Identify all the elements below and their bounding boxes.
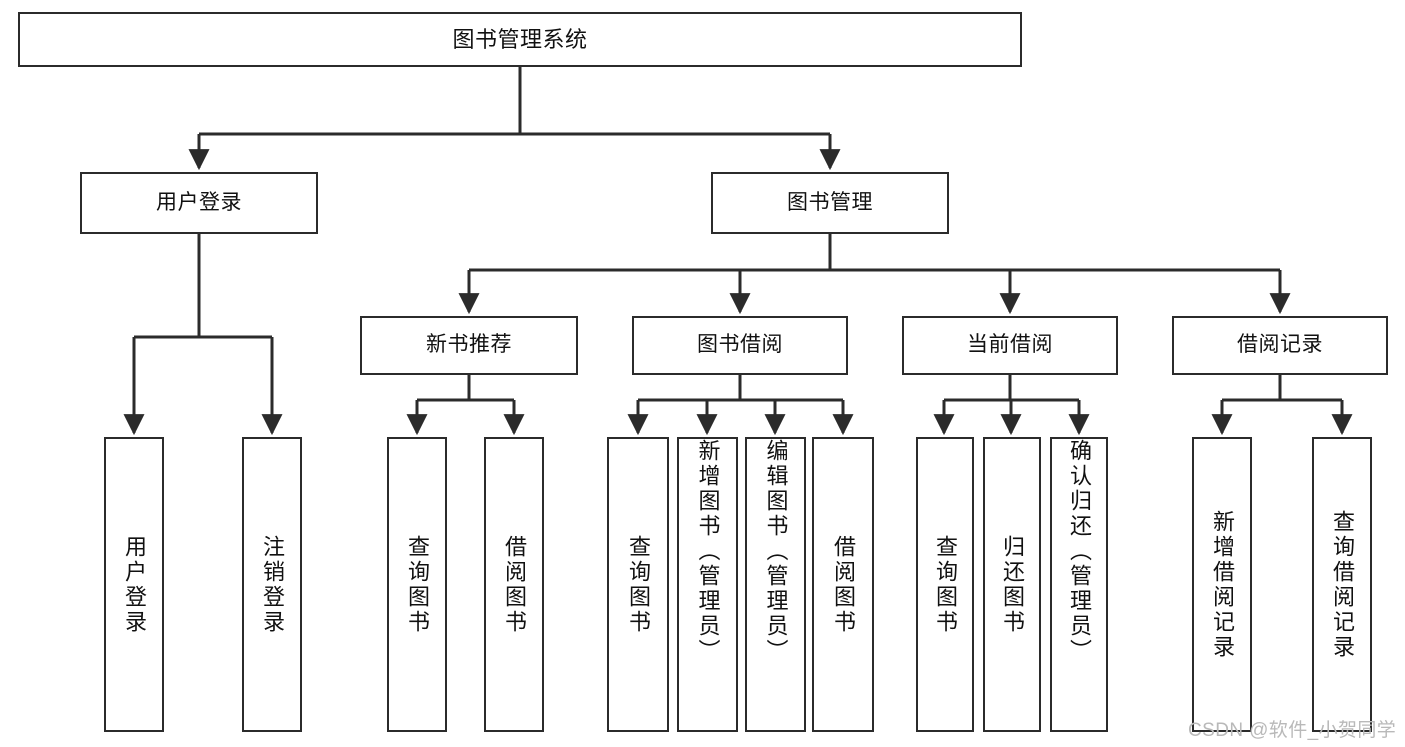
node-label: 借阅记录 xyxy=(1237,333,1323,357)
csdn-watermark: CSDN @软件_小贺同学 xyxy=(1188,720,1397,741)
node-label: 查询图书 xyxy=(933,534,958,635)
leaf-book-borrow-add-admin[interactable]: 新增图书（管理员） xyxy=(677,437,738,732)
node-label: 借阅图书 xyxy=(831,534,856,635)
node-label: 图书管理 xyxy=(787,190,873,214)
node-label: 查询图书 xyxy=(626,534,651,635)
leaf-current-borrow-return[interactable]: 归还图书 xyxy=(983,437,1041,732)
node-label: 查询图书 xyxy=(405,534,430,635)
leaf-current-borrow-confirm-return-admin[interactable]: 确认归还（管理员） xyxy=(1050,437,1108,732)
node-root-book-management-system[interactable]: 图书管理系统 xyxy=(18,12,1022,67)
leaf-borrow-record-add[interactable]: 新增借阅记录 xyxy=(1192,437,1252,732)
node-label: 用户登录 xyxy=(122,534,147,635)
leaf-borrow-record-query[interactable]: 查询借阅记录 xyxy=(1312,437,1372,732)
leaf-book-borrow-borrow[interactable]: 借阅图书 xyxy=(812,437,874,732)
node-borrow-record[interactable]: 借阅记录 xyxy=(1172,316,1388,375)
node-label: 查询借阅记录 xyxy=(1330,509,1355,660)
node-label: 新书推荐 xyxy=(426,333,512,357)
leaf-current-borrow-query[interactable]: 查询图书 xyxy=(916,437,974,732)
node-user-login[interactable]: 用户登录 xyxy=(80,172,318,234)
node-label: 新增借阅记录 xyxy=(1210,509,1235,660)
node-label: 归还图书 xyxy=(1000,534,1025,635)
leaf-user-login-login[interactable]: 用户登录 xyxy=(104,437,164,732)
leaf-new-book-borrow[interactable]: 借阅图书 xyxy=(484,437,544,732)
node-label: 新增图书（管理员） xyxy=(695,439,721,664)
node-label: 图书管理系统 xyxy=(452,26,588,52)
node-book-borrow[interactable]: 图书借阅 xyxy=(632,316,848,375)
node-book-management[interactable]: 图书管理 xyxy=(711,172,949,234)
node-label: 编辑图书（管理员） xyxy=(763,439,789,664)
node-label: 用户登录 xyxy=(156,190,242,214)
node-label: 当前借阅 xyxy=(967,333,1053,357)
node-label: 图书借阅 xyxy=(697,333,783,357)
leaf-book-borrow-edit-admin[interactable]: 编辑图书（管理员） xyxy=(745,437,806,732)
leaf-new-book-query[interactable]: 查询图书 xyxy=(387,437,447,732)
node-new-book-recommend[interactable]: 新书推荐 xyxy=(360,316,578,375)
node-current-borrow[interactable]: 当前借阅 xyxy=(902,316,1118,375)
node-label: 借阅图书 xyxy=(502,534,527,635)
node-label: 确认归还（管理员） xyxy=(1067,439,1092,664)
leaf-book-borrow-query[interactable]: 查询图书 xyxy=(607,437,669,732)
leaf-user-login-logout[interactable]: 注销登录 xyxy=(242,437,302,732)
node-label: 注销登录 xyxy=(260,534,285,635)
